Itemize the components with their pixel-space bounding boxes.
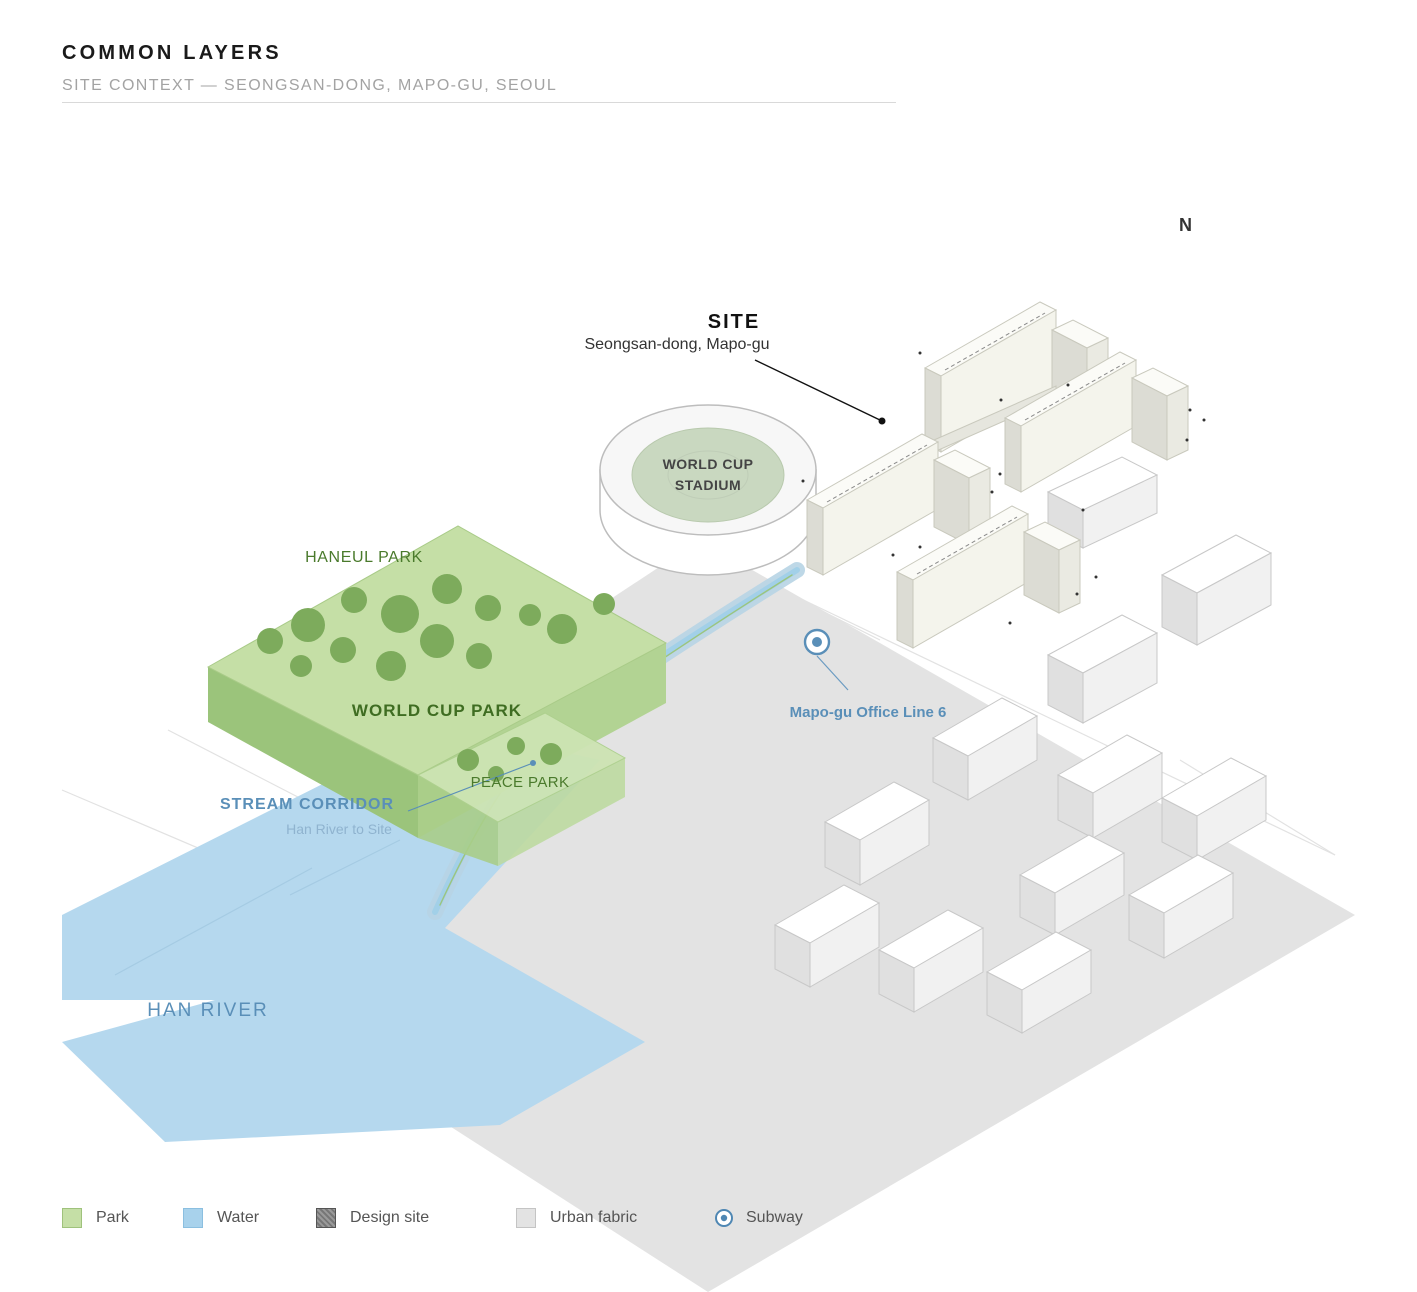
north-indicator: N (1179, 215, 1192, 235)
legend-label: Urban fabric (550, 1209, 638, 1226)
stream-corridor-leader (407, 760, 536, 812)
site-building (1003, 351, 1190, 493)
site-building (895, 505, 1082, 649)
subway-marker[interactable] (803, 628, 849, 691)
header-divider (62, 102, 896, 103)
urban-building (1127, 854, 1235, 959)
urban-building (1046, 456, 1159, 549)
urban-fabric-ground (420, 540, 1355, 1292)
park-trees (257, 574, 615, 782)
legend-item-design-site: Design site (316, 1208, 429, 1228)
site-leader-line (754, 359, 886, 425)
legend-label: Water (217, 1209, 260, 1226)
urban-building (877, 909, 985, 1013)
urban-building (823, 781, 931, 886)
legend: Park Water Design site Urban fabric Subw… (0, 1208, 1417, 1238)
page-title: COMMON LAYERS (62, 42, 282, 64)
subway-icon (715, 1209, 733, 1227)
subway-station-label: Mapo-gu Office Line 6 (790, 704, 947, 721)
park-swatch (62, 1208, 82, 1228)
stadium-label-line1: WORLD CUP (663, 456, 754, 472)
site-title-label: SITE (708, 311, 760, 333)
legend-item-subway: Subway (714, 1208, 803, 1228)
urban-building (1018, 834, 1126, 936)
stream-corridor-sublabel: Han River to Site (286, 821, 392, 837)
haneul-park-label: HANEUL PARK (305, 549, 423, 566)
stadium-label-line2: STADIUM (675, 477, 741, 493)
design-site-buildings (801, 301, 1206, 649)
stream-corridor-label: STREAM CORRIDOR (220, 796, 394, 813)
legend-label: Design site (350, 1209, 430, 1226)
map-labels: SITE Seongsan-dong, Mapo-gu WORLD CUP ST… (147, 311, 946, 1021)
world-cup-stadium (599, 404, 817, 576)
urban-building (985, 931, 1093, 1034)
peace-park-label: PEACE PARK (471, 774, 570, 791)
legend-item-park: Park (62, 1208, 129, 1228)
legend-item-water: Water (183, 1208, 259, 1228)
urban-building (931, 697, 1039, 801)
urban-building (1160, 757, 1268, 861)
legend-label: Subway (746, 1209, 803, 1226)
legend-label: Park (96, 1209, 129, 1226)
world-cup-park-label: WORLD CUP PARK (352, 701, 522, 720)
water-swatch (183, 1208, 203, 1228)
urban-building (773, 884, 881, 988)
han-river-label: HAN RIVER (147, 1000, 268, 1021)
site-subtitle-label: Seongsan-dong, Mapo-gu (584, 336, 769, 353)
urban-building (1046, 614, 1159, 724)
legend-item-urban-fabric: Urban fabric (516, 1208, 637, 1228)
page-subtitle: SITE CONTEXT — SEONGSAN-DONG, MAPO-GU, S… (62, 77, 558, 94)
urban-buildings (773, 456, 1273, 1034)
urban-fabric-swatch (516, 1208, 536, 1228)
design-site-swatch (316, 1208, 336, 1228)
urban-building (1056, 734, 1164, 839)
urban-building (1160, 534, 1273, 646)
